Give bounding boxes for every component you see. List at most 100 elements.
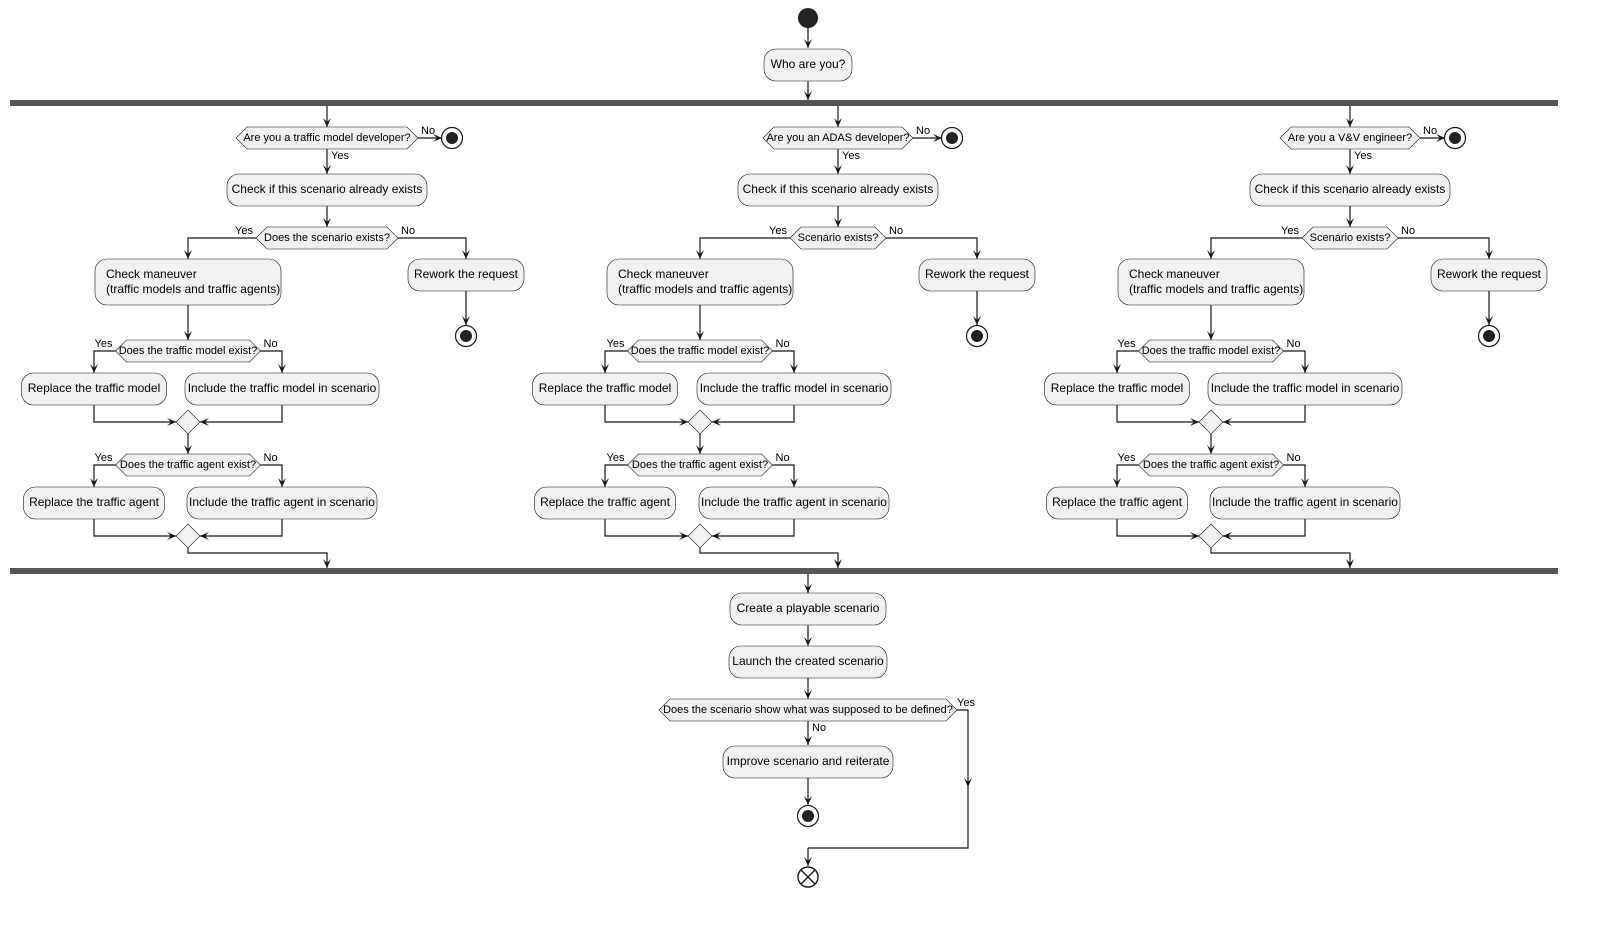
label-role-no-2: No <box>916 125 930 137</box>
arrow-head <box>964 778 972 787</box>
activity-include-model-1-label: Include the traffic model in scenario <box>188 381 377 395</box>
activity-replace-model-3-label: Replace the traffic model <box>1051 381 1184 395</box>
arrow-head <box>973 316 981 325</box>
label-exists-yes-3: Yes <box>1281 225 1299 237</box>
flow-edge <box>398 237 467 259</box>
arrow-head <box>278 478 286 487</box>
flow-edge <box>604 464 628 487</box>
flow-edge <box>93 464 116 487</box>
end-node-dot <box>946 132 958 144</box>
label-model-no-3: No <box>1287 338 1301 350</box>
decision-model-3-label: Does the traffic model exist? <box>1142 345 1281 357</box>
arrow-head <box>90 364 98 373</box>
merge-node <box>175 409 201 435</box>
activity-include-agent-3-label: Include the traffic agent in scenario <box>1212 495 1398 509</box>
activity-check-maneuver-1-label-2: (traffic models and traffic agents) <box>106 282 280 296</box>
arrow-head <box>323 165 331 174</box>
decision-exists-1-label: Does the scenario exists? <box>264 232 390 244</box>
label-check-no: No <box>812 722 826 734</box>
flow-edge <box>200 405 283 423</box>
arrow-head <box>679 532 688 540</box>
arrow-head <box>1113 478 1121 487</box>
flow-final-cross <box>800 869 816 885</box>
decision-model-1-label: Does the traffic model exist? <box>119 345 258 357</box>
activity-include-agent-2-label: Include the traffic agent in scenario <box>701 495 887 509</box>
flow-edge <box>772 350 795 373</box>
decision-exists-3-label: Scenario exists? <box>1310 232 1391 244</box>
arrow-head <box>200 418 209 426</box>
activity-check-maneuver-2-label-2: (traffic models and traffic agents) <box>618 282 792 296</box>
activity-include-model-3-label: Include the traffic model in scenario <box>1211 381 1400 395</box>
label-exists-no-3: No <box>1401 225 1415 237</box>
arrow-head <box>1207 250 1215 259</box>
arrow-head <box>804 39 812 48</box>
arrow-head <box>1436 134 1445 142</box>
end-node-dot <box>971 330 983 342</box>
flow-edge <box>1223 519 1306 537</box>
label-role-yes-1: Yes <box>331 150 349 162</box>
end-node-dot <box>802 810 814 822</box>
flow-edge <box>886 237 978 259</box>
flow-edge <box>1116 519 1199 537</box>
arrow-head <box>712 532 721 540</box>
arrow-head <box>790 478 798 487</box>
activity-who-are-you-label: Who are you? <box>771 57 846 71</box>
label-agent-yes-2: Yes <box>607 452 625 464</box>
arrow-head <box>278 364 286 373</box>
label-agent-no-3: No <box>1287 452 1301 464</box>
arrow-head <box>200 532 209 540</box>
activity-include-agent-1-label: Include the traffic agent in scenario <box>189 495 375 509</box>
arrow-head <box>804 796 812 805</box>
flow-edge <box>260 464 283 487</box>
activity-replace-agent-3-label: Replace the traffic agent <box>1052 495 1183 509</box>
arrow-head <box>696 250 704 259</box>
arrow-head <box>1485 250 1493 259</box>
arrow-head <box>184 250 192 259</box>
activity-improve-scenario-label: Improve scenario and reiterate <box>727 754 890 768</box>
arrow-head <box>1301 478 1309 487</box>
join-bar <box>10 568 1558 574</box>
merge-node <box>1198 523 1224 549</box>
decision-role-1-label: Are you a traffic model developer? <box>243 132 410 144</box>
label-agent-yes-3: Yes <box>1118 452 1136 464</box>
label-role-yes-3: Yes <box>1354 150 1372 162</box>
label-agent-no-2: No <box>776 452 790 464</box>
activity-replace-agent-2-label: Replace the traffic agent <box>540 495 671 509</box>
arrow-head <box>323 559 331 568</box>
decision-model-2-label: Does the traffic model exist? <box>631 345 770 357</box>
activity-replace-agent-1-label: Replace the traffic agent <box>29 495 160 509</box>
activity-rework-2-label: Rework the request <box>925 267 1030 281</box>
flow-edge <box>93 350 116 373</box>
flow-edge <box>200 519 283 537</box>
activity-check-maneuver-2-label-1: Check maneuver <box>618 267 709 281</box>
arrow-head <box>1485 316 1493 325</box>
flow-edge <box>1283 350 1306 373</box>
activity-rework-1-label: Rework the request <box>414 267 519 281</box>
end-node-dot <box>1449 132 1461 144</box>
arrow-head <box>1346 118 1354 127</box>
arrow-head <box>1301 364 1309 373</box>
label-agent-yes-1: Yes <box>95 452 113 464</box>
label-model-yes-1: Yes <box>95 338 113 350</box>
arrow-head <box>834 559 842 568</box>
decision-scenario-check-label: Does the scenario show what was supposed… <box>663 704 953 716</box>
activity-rework-3-label: Rework the request <box>1437 267 1542 281</box>
activity-create-scenario-label: Create a playable scenario <box>737 601 880 615</box>
fork-bar <box>10 100 1558 106</box>
label-model-yes-3: Yes <box>1118 338 1136 350</box>
activity-check-scenario-1-label: Check if this scenario already exists <box>232 182 423 196</box>
flow-edge <box>187 237 256 259</box>
label-model-no-1: No <box>264 338 278 350</box>
arrow-head <box>462 250 470 259</box>
flow-edge <box>699 548 839 568</box>
arrow-head <box>462 316 470 325</box>
arrow-head <box>1346 559 1354 568</box>
activity-check-maneuver-1-label-1: Check maneuver <box>106 267 197 281</box>
arrow-head <box>433 134 442 142</box>
arrow-head <box>1223 418 1232 426</box>
arrow-head <box>834 218 842 227</box>
flow-edge <box>93 405 176 423</box>
flow-edge <box>712 519 795 537</box>
flow-edge <box>604 405 688 423</box>
